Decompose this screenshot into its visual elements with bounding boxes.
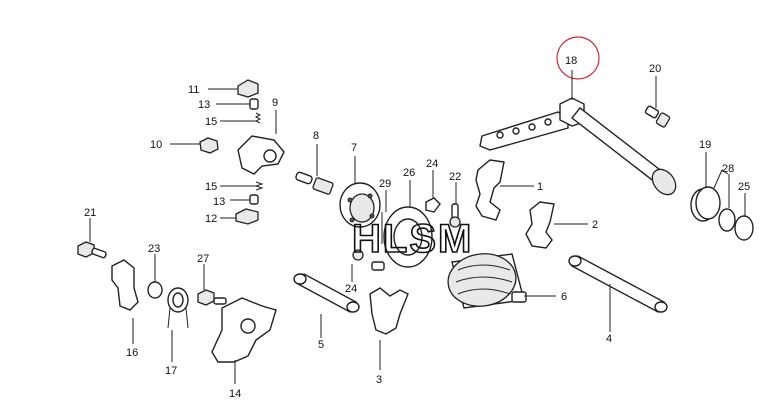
callout-4: 4 (606, 333, 612, 345)
callout-6: 6 (561, 291, 567, 303)
part-9-stopper-arm (237, 135, 285, 175)
callout-2: 2 (592, 219, 598, 231)
part-21-bolt (77, 241, 107, 259)
part-23-washer (147, 281, 163, 299)
part-8-bolt (295, 171, 334, 195)
callout-15: 15 (205, 116, 217, 128)
callout-26: 26 (403, 167, 415, 179)
part-12-block (235, 208, 259, 225)
callout-11: 11 (188, 84, 199, 96)
watermark-text: HLSM (352, 217, 473, 261)
part-6-shift-drum (447, 253, 527, 309)
callout-27: 27 (197, 253, 209, 265)
callout-14: 14 (229, 388, 241, 400)
callout-20: 20 (649, 63, 661, 75)
part-22-screw (449, 203, 461, 228)
part-26-bearing (383, 206, 433, 268)
callout-21: 21 (84, 207, 96, 219)
part-7-drum-center (339, 182, 381, 228)
part-5-shift-fork-shaft (293, 273, 360, 313)
callout-3: 3 (376, 374, 382, 386)
part-25-washer (734, 215, 754, 241)
callout-8: 8 (313, 130, 319, 142)
part-27-bolt (197, 289, 227, 306)
part-18-shift-shaft (571, 107, 677, 196)
callout-10: 10 (150, 139, 162, 151)
part-1-shift-fork (475, 159, 505, 221)
callout-25: 25 (738, 181, 750, 193)
callout-18: 18 (565, 55, 577, 67)
part-2-shift-fork (525, 201, 555, 249)
part-17-spring (167, 287, 189, 329)
part-16-stopper-plate (111, 259, 139, 311)
callout-24: 24 (426, 158, 438, 170)
part-9-roller (263, 149, 277, 163)
callout-12: 12 (205, 213, 217, 225)
callout-1: 1 (537, 181, 543, 193)
part-11-cap (237, 79, 259, 98)
callout-13: 13 (198, 99, 210, 111)
part-13-lower-pin (249, 194, 259, 205)
callout-15-lower: 15 (205, 181, 217, 193)
callout-19: 19 (699, 139, 711, 151)
callout-16: 16 (126, 347, 138, 359)
part-18-shift-arm (479, 97, 585, 151)
part-20-bolt (644, 105, 671, 128)
part-19-return-spring (690, 169, 729, 222)
part-3-shift-fork (369, 287, 409, 335)
callout-24-lower: 24 (345, 283, 357, 295)
callout-22: 22 (449, 171, 461, 183)
callout-13-lower: 13 (213, 196, 225, 208)
part-13-pin (249, 98, 259, 110)
callout-9: 9 (272, 97, 278, 109)
part-4-shift-fork-shaft (568, 255, 668, 313)
callout-5: 5 (318, 339, 324, 351)
part-15-lower-spring (254, 181, 264, 191)
part-24-lower-bolt (352, 249, 385, 271)
part-15-spring (254, 112, 262, 124)
callout-23: 23 (148, 243, 160, 255)
callout-28: 28 (722, 163, 734, 175)
callout-17: 17 (165, 365, 177, 377)
callout-7: 7 (351, 142, 357, 154)
callout-29: 29 (379, 178, 391, 190)
part-24-plate (425, 197, 441, 213)
part-28-collar (718, 208, 736, 232)
part-10-nut (199, 137, 219, 154)
callout-18-highlight (556, 36, 600, 80)
part-14-hole (240, 318, 256, 334)
